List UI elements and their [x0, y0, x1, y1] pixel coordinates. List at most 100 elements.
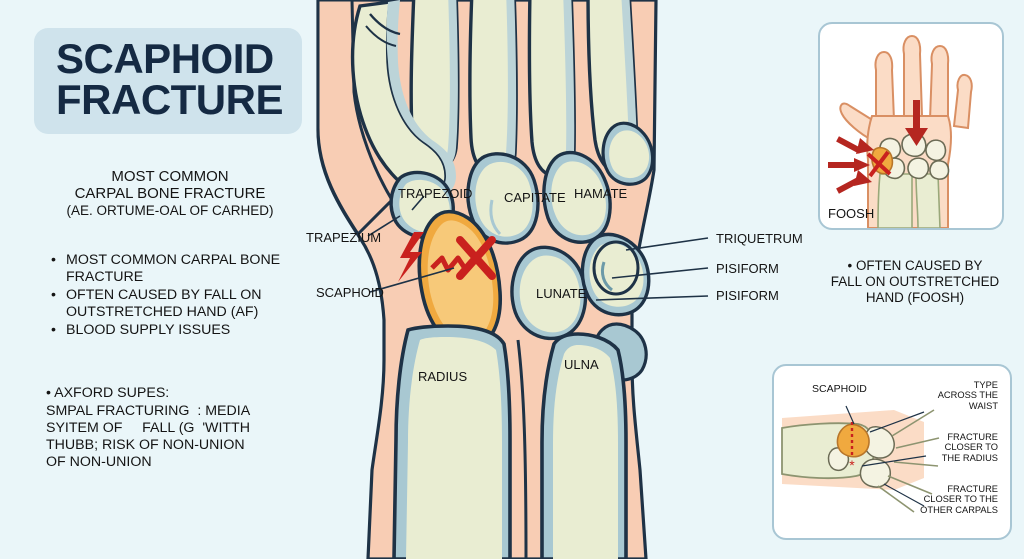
capitate-shade-line [489, 199, 502, 236]
label-scaphoid: SCAPHOID [316, 285, 384, 300]
fracture-classification-panel: * SCAPHOID TYPE ACROSS THE WAIST [772, 364, 1012, 540]
impact-lightning-icon [398, 232, 424, 282]
foosh-caption-line-1: • OFTEN CAUSED BY [847, 258, 983, 273]
foosh-fracture-x-b [868, 150, 890, 178]
thumb-joint-line-b [365, 25, 397, 47]
waist-line-2: ACROSS THE [937, 390, 998, 401]
label-triquetrum: TRIQUETRUM [716, 231, 803, 246]
scaphoid-inner [427, 220, 494, 340]
foosh-carpal-5 [907, 157, 930, 180]
notes-line-2: SYITEM OF FALL (G 'WITTH [46, 420, 250, 437]
label-lunate: LUNATE [536, 286, 587, 301]
notes-heading: • AXFORD SUPES: [46, 385, 170, 401]
label-trapezium: TRAPEZIUM [306, 230, 382, 245]
page-title-line-1: SCAPHOID [56, 35, 274, 82]
subtitle: MOST COMMON CARPAL BONE FRACTURE (AE. OR… [20, 168, 320, 218]
lunate-inner [519, 255, 581, 333]
foosh-carpal-3 [925, 139, 947, 162]
ray-4 [887, 475, 933, 495]
foosh-finger-middle [902, 34, 924, 117]
list-item: MOST COMMON CARPAL BONE FRACTURE [51, 252, 308, 286]
carpals-line-2: CLOSER TO THE [923, 494, 998, 505]
capitate-inner [475, 161, 533, 237]
radius-inner [406, 337, 502, 559]
ray-3 [893, 461, 939, 467]
foosh-hand-illustration [828, 34, 973, 229]
ray-5 [877, 485, 915, 513]
label-radius: RADIUS [418, 369, 468, 384]
classification-asterisk: * [849, 457, 855, 473]
label-trapezoid: TRAPEZOID [398, 186, 473, 201]
wrist-anatomy-diagram: TRAPEZOID CAPITATE HAMATE LUNATE RADIUS … [296, 0, 716, 559]
metacarpal-4-shade [556, 0, 575, 177]
key-facts-list: MOST COMMON CARPAL BONE FRACTURE OFTEN C… [46, 252, 308, 339]
waist-line-3: WAIST [968, 400, 998, 411]
foosh-arrow-down [905, 100, 928, 146]
label-pisiform-1: PISIFORM [716, 261, 779, 276]
carpals-line-3: OTHER CARPALS [920, 504, 998, 515]
thumb-joint-line-a [369, 13, 401, 36]
foosh-finger-little [952, 73, 973, 130]
foosh-caption: • OFTEN CAUSED BY FALL ON OUTSTRETCHED H… [812, 258, 1018, 306]
pisiform-shade [600, 261, 613, 292]
hamate-hook-inner [609, 130, 650, 179]
leader-scaphoid-caption [845, 405, 855, 425]
label-ulna: ULNA [564, 357, 599, 372]
leader-carpals [883, 483, 925, 507]
leader-line-pisiform-1 [611, 267, 709, 279]
waist-line-1: TYPE [973, 380, 998, 390]
notes-line-1: SMPAL FRACTURING : MEDIA [46, 403, 251, 420]
list-item: OFTEN CAUSED BY FALL ON OUTSTRETCHED HAN… [51, 287, 308, 321]
foosh-carpal-6 [929, 160, 950, 180]
classification-carpals-label: FRACTURE CLOSER TO THE OTHER CARPALS [920, 484, 998, 515]
radius-line-3: THE RADIUS [941, 452, 998, 463]
lateral-wrist-illustration: * [781, 405, 940, 513]
fracture-x-marker-b [456, 236, 496, 280]
leader-radius [861, 455, 927, 467]
subtitle-line-3: (AE. ORTUME-OAL OF CARHED) [66, 203, 274, 219]
leader-line-triquetrum [625, 237, 709, 251]
foosh-ulna [915, 173, 941, 229]
label-pisiform-2: PISIFORM [716, 288, 779, 303]
ray-1 [891, 409, 935, 437]
subtitle-line-2: CARPAL BONE FRACTURE [74, 185, 266, 203]
foosh-arrow-2 [828, 158, 870, 172]
foosh-panel [818, 22, 1004, 230]
subtitle-line-1: MOST COMMON [111, 168, 229, 185]
additional-notes: • AXFORD SUPES: SMPAL FRACTURING : MEDIA… [46, 385, 326, 471]
classification-scaphoid [836, 423, 870, 458]
classification-radius-label: FRACTURE CLOSER TO THE RADIUS [942, 432, 998, 463]
notes-line-4: OF NON-UNION [46, 454, 152, 471]
foosh-finger-ring [928, 44, 950, 121]
classification-scaphoid-label: SCAPHOID [812, 383, 867, 395]
carpals-line-1: FRACTURE [947, 484, 998, 494]
hamate-inner [551, 161, 607, 236]
radioulnar-gap [516, 339, 528, 559]
leader-line-scaphoid [369, 267, 455, 293]
leader-line-trapezoid [411, 195, 425, 211]
foosh-arrow-group-left [828, 136, 874, 194]
metacarpal-2-shade [438, 0, 458, 169]
title-badge: SCAPHOID FRACTURE [34, 28, 302, 135]
leader-line-pisiform-2 [595, 295, 709, 301]
radius-line-2: CLOSER TO [944, 442, 998, 453]
ray-2 [895, 437, 940, 449]
ulna-inner [553, 345, 618, 559]
notes-line-3: THUBB; RISK OF NON-UNION [46, 437, 245, 454]
foosh-arrow-1 [836, 136, 874, 154]
pisiform-bone [592, 240, 640, 296]
list-item: BLOOD SUPPLY ISSUES [51, 322, 308, 339]
leader-line-trapezium [367, 215, 401, 237]
label-capitate: CAPITATE [504, 190, 566, 205]
metacarpal-1-shade [386, 0, 456, 197]
leader-waist [869, 411, 925, 433]
foosh-radius [877, 173, 913, 229]
foosh-arrow-3 [836, 170, 872, 194]
page-title-line-2: FRACTURE [56, 76, 283, 124]
classification-carpal-b [859, 458, 891, 488]
label-hamate: HAMATE [574, 186, 628, 201]
radius-line-1: FRACTURE [947, 432, 998, 442]
metacarpal-3-shade [495, 0, 517, 176]
foosh-caption-line-2: FALL ON OUTSTRETCHED [830, 273, 1000, 289]
